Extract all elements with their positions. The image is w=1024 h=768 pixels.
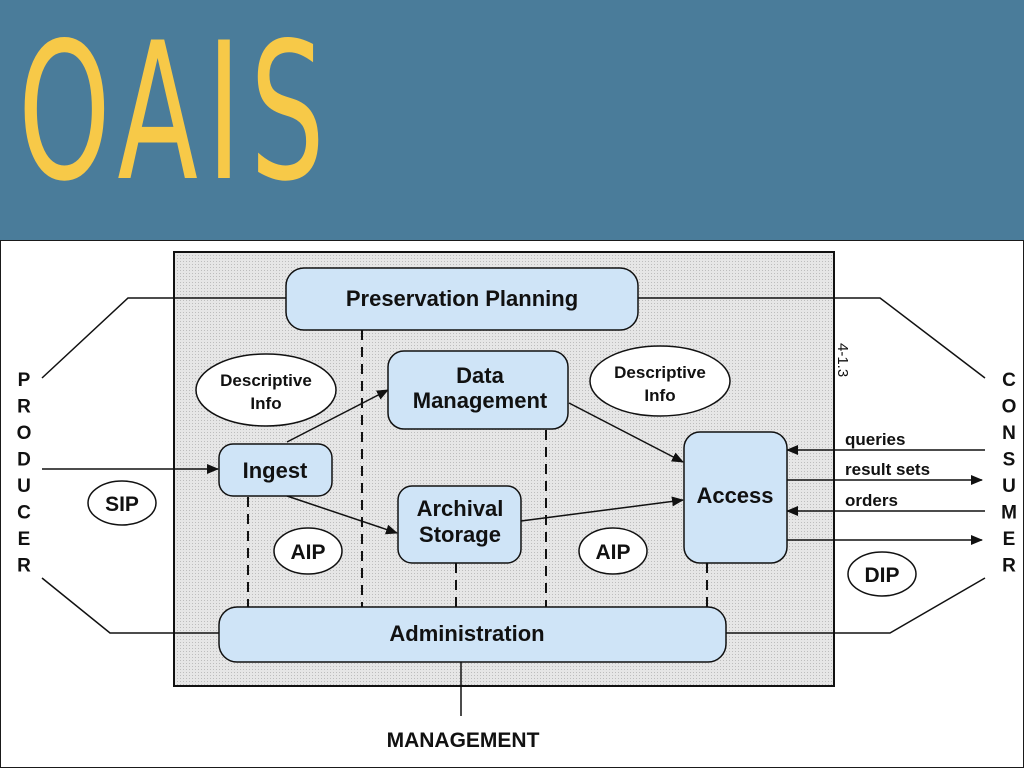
aip-left-label: AIP — [290, 541, 325, 564]
producer-letter-7: E — [18, 529, 31, 550]
consumer-letter-2: O — [1002, 397, 1017, 418]
descriptive-info-left-ellipse: Descriptive Info — [195, 353, 337, 427]
queries-label: queries — [845, 430, 905, 449]
data-management-label-line1: Data — [456, 363, 504, 388]
slide-title: OAIS — [18, 2, 334, 223]
administration-label: Administration — [389, 621, 544, 646]
descriptive-info-right-ellipse: Descriptive Info — [589, 345, 731, 417]
consumer-letter-5: U — [1002, 476, 1016, 497]
ingest-box: Ingest — [218, 443, 333, 497]
producer-letter-4: D — [17, 450, 31, 471]
sip-label: SIP — [105, 493, 139, 516]
aip-left-ellipse: AIP — [273, 527, 343, 575]
consumer-letter-6: M — [1001, 503, 1017, 524]
producer-letter-8: R — [17, 556, 31, 577]
consumer-letter-8: R — [1002, 556, 1016, 577]
data-management-label-line2: Management — [413, 388, 548, 413]
producer-letter-2: R — [17, 397, 31, 418]
preservation-planning-label: Preservation Planning — [346, 286, 578, 311]
result-sets-label: result sets — [845, 460, 930, 479]
flow-arrows — [42, 389, 985, 716]
descriptive-info-left-line2: Info — [250, 394, 281, 413]
archival-storage-label-line2: Storage — [419, 522, 501, 547]
archival-storage-label-line1: Archival — [417, 496, 504, 521]
producer-letter-3: O — [17, 423, 32, 444]
consumer-letter-1: C — [1002, 370, 1016, 391]
preservation-planning-box: Preservation Planning — [285, 267, 639, 331]
archival-storage-box: Archival Storage — [397, 485, 522, 564]
producer-letter-1: P — [18, 370, 31, 391]
aip-right-ellipse: AIP — [578, 527, 648, 575]
producer-letter-5: U — [17, 476, 31, 497]
administration-box: Administration — [218, 606, 727, 663]
dip-label: DIP — [864, 564, 899, 587]
dip-ellipse: DIP — [847, 551, 917, 597]
descriptive-info-right-line1: Descriptive — [614, 363, 706, 382]
sip-ellipse: SIP — [87, 480, 157, 526]
environment-outline — [41, 297, 986, 634]
consumer-letter-3: N — [1002, 423, 1016, 444]
management-label: MANAGEMENT — [387, 729, 540, 752]
consumer-letter-7: E — [1003, 529, 1016, 550]
access-box: Access — [683, 431, 788, 564]
slide-header: OAIS — [0, 0, 1024, 240]
ingest-label: Ingest — [243, 458, 308, 483]
orders-label: orders — [845, 491, 898, 510]
figure-number: 4-1.3 — [834, 343, 851, 377]
data-management-box: Data Management — [387, 350, 569, 430]
descriptive-info-left-line1: Descriptive — [220, 371, 312, 390]
descriptive-info-right-line2: Info — [644, 386, 675, 405]
aip-right-label: AIP — [595, 541, 630, 564]
access-label: Access — [696, 483, 773, 508]
consumer-letter-4: S — [1003, 450, 1016, 471]
producer-letter-6: C — [17, 503, 31, 524]
